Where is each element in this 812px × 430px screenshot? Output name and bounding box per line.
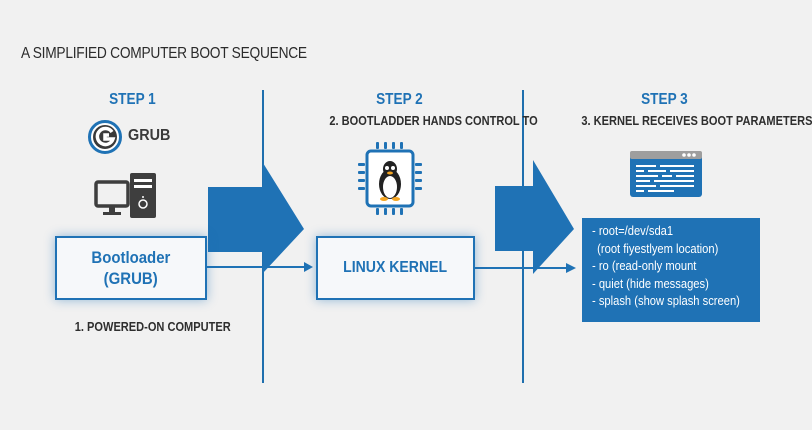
param-line: (root fiyestlyem location) [597, 240, 719, 256]
step-2-caption: 2. BOOTLADDER HANDS CONTROL TO [329, 113, 538, 128]
big-arrow-1 [208, 163, 304, 273]
connector-arrow-2 [475, 263, 576, 273]
grub-logo-label: GRUB [128, 127, 171, 144]
grub-logo: GRUB [87, 119, 207, 155]
bootloader-box-line-1: Bootloader [91, 248, 171, 267]
param-line: - splash (show splash screen) [592, 293, 740, 308]
linux-kernel-box-label: LINUX KERNEL [343, 259, 448, 276]
step-1-caption: 1. POWERED-ON COMPUTER [74, 319, 231, 334]
bootloader-box: Bootloader (GRUB) [55, 236, 207, 300]
param-line: - root=/dev/sda1 [592, 223, 674, 238]
cpu-chip-penguin-icon [358, 142, 422, 215]
param-line: - quiet (hide messages) [592, 275, 709, 291]
boot-parameters-box: - root=/dev/sda1 (root fiyestlyem locati… [582, 218, 760, 322]
big-arrow-2 [495, 160, 574, 274]
bootloader-box-line-2: (GRUB) [103, 269, 159, 288]
diagram-title: A SIMPLIFIED COMPUTER BOOT SEQUENCE [21, 45, 307, 62]
linux-kernel-box: LINUX KERNEL [316, 236, 475, 300]
terminal-window-icon [630, 151, 702, 197]
step-2-heading: STEP 2 [376, 91, 423, 108]
grub-logo-icon [88, 120, 122, 154]
desktop-computer-icon [94, 173, 156, 218]
step-3-caption: 3. KERNEL RECEIVES BOOT PARAMETERS [581, 113, 812, 128]
connector-arrow-1 [207, 262, 313, 272]
step-3-heading: STEP 3 [641, 91, 688, 108]
step-1-heading: STEP 1 [109, 91, 156, 108]
param-line: - ro (read-only mount [592, 258, 697, 273]
